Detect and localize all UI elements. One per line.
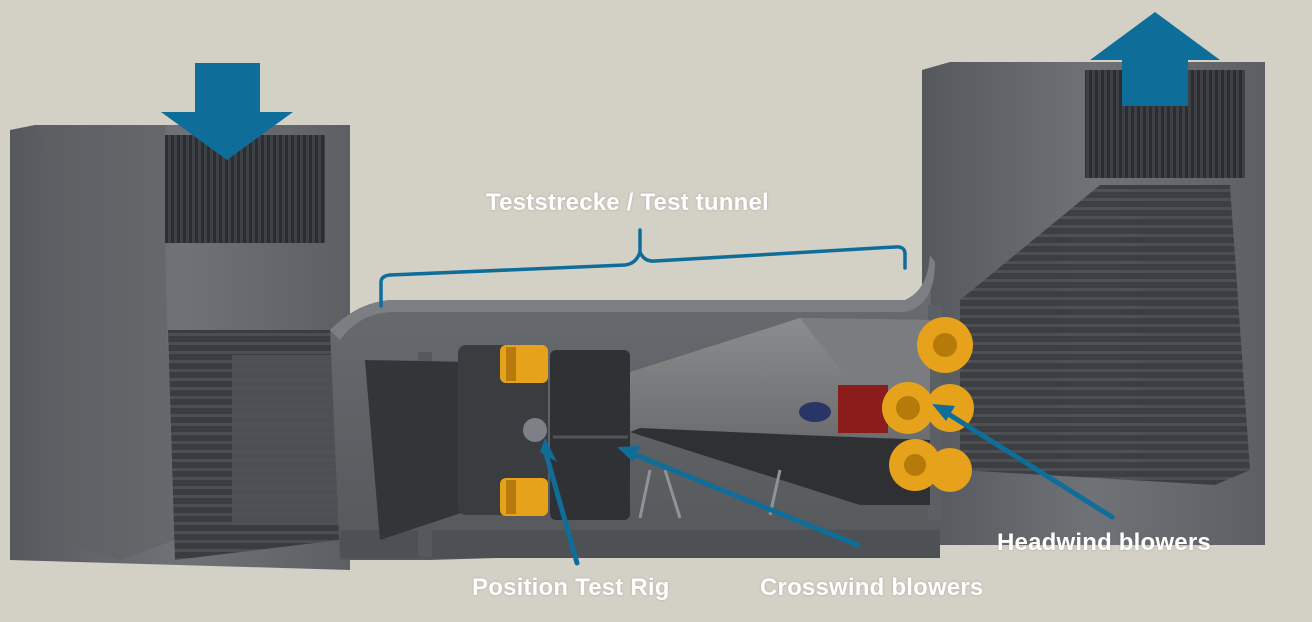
crosswind-nozzle	[630, 318, 930, 505]
headwind-pointer	[939, 407, 1115, 520]
arrow-down-icon	[161, 63, 293, 160]
crosswind-pointer	[625, 449, 861, 548]
rig-pointer	[542, 447, 580, 566]
outlet-tower	[922, 62, 1265, 545]
crosswind-blowers-label: Crosswind blowers	[760, 574, 984, 601]
rig-pointer-head	[540, 438, 557, 462]
inlet-tower	[10, 125, 377, 570]
position-test-rig	[365, 345, 630, 540]
tunnel-bracket	[379, 228, 907, 308]
headwind-blowers-label: Headwind blowers	[997, 529, 1211, 556]
position-test-rig-label: Position Test Rig	[472, 574, 670, 601]
blower-array	[882, 317, 974, 492]
crosswind-pointer-head	[617, 446, 640, 462]
headwind-pointer-head	[932, 404, 955, 421]
test-tunnel-label: Teststrecke / Test tunnel	[486, 189, 769, 216]
arrow-up-icon	[1090, 12, 1220, 106]
